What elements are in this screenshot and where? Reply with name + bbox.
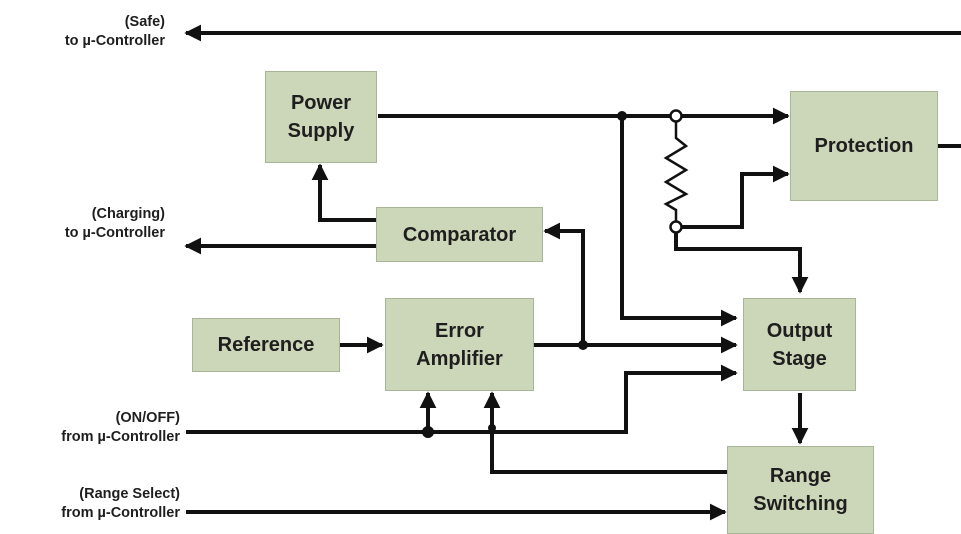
protection-label: Protection	[814, 135, 914, 157]
junction-dot	[488, 424, 496, 432]
range-select-signal-source: from µ-Controller	[61, 505, 180, 521]
range-switching-label-line2: Switching	[753, 493, 848, 515]
sense-resistor	[663, 122, 689, 221]
sense-to-protection-wire	[680, 165, 790, 229]
charging-signal-name: (Charging)	[91, 206, 165, 222]
protection-block: Protection	[790, 91, 938, 201]
output-stage-block: Output Stage	[743, 298, 856, 391]
sense-terminal-top	[669, 109, 683, 123]
reference-block: Reference	[192, 318, 340, 372]
amp-to-comparator-wire	[543, 222, 585, 345]
range-switching-label-line1: Range	[769, 465, 832, 487]
safe-signal-label: (Safe) to µ-Controller	[65, 13, 165, 51]
sense-to-output-wire	[674, 229, 809, 294]
on-off-signal-wire	[186, 364, 738, 434]
safe-signal-destination: to µ-Controller	[64, 33, 165, 49]
charging-signal-label: (Charging) to µ-Controller	[65, 205, 165, 243]
safe-signal-name: (Safe)	[124, 14, 165, 30]
junction-dot	[578, 340, 588, 350]
range-switching-block: Range Switching	[727, 446, 874, 534]
comparator-to-supply-wire	[311, 163, 378, 222]
error-amplifier-label-line1: Error	[435, 319, 484, 342]
supply-to-output-wire	[620, 116, 738, 327]
comparator-block: Comparator	[376, 207, 543, 262]
error-amplifier-block: Error Amplifier	[385, 298, 534, 391]
comparator-label: Comparator	[402, 223, 517, 246]
output-stage-label-line2: Stage	[772, 347, 827, 370]
range-select-signal-name: (Range Select)	[79, 486, 180, 502]
junction-dot	[422, 426, 434, 438]
power-supply-block: Power Supply	[265, 71, 377, 163]
range-select-signal-label: (Range Select) from µ-Controller	[61, 485, 180, 523]
range-to-amp-wire	[483, 391, 727, 474]
error-amplifier-label-line2: Amplifier	[416, 347, 503, 370]
power-supply-label-line1: Power	[290, 92, 351, 114]
on-off-signal-label: (ON/OFF) from µ-Controller	[61, 409, 180, 447]
reference-label: Reference	[217, 334, 315, 356]
charging-signal-destination: to µ-Controller	[64, 225, 165, 241]
power-supply-label-line2: Supply	[287, 120, 355, 142]
sense-terminal-bottom	[669, 220, 683, 234]
on-off-signal-source: from µ-Controller	[61, 429, 180, 445]
on-off-signal-name: (ON/OFF)	[115, 410, 180, 426]
junction-dot	[617, 111, 627, 121]
output-stage-label-line1: Output	[766, 319, 833, 342]
